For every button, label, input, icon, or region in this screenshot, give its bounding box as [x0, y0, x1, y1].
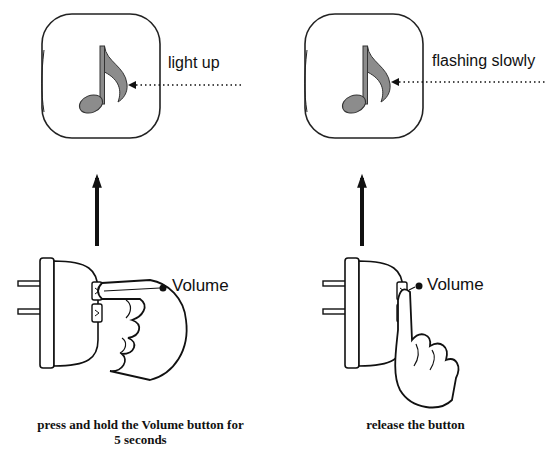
status-label: flashing slowly — [432, 52, 535, 70]
leader-arrowhead — [128, 81, 136, 89]
leader-line — [409, 287, 415, 290]
doorbell-unit-right — [323, 258, 407, 368]
doorbell-unit-left — [18, 258, 102, 368]
hand-detail — [414, 344, 434, 370]
flow-arrow — [95, 178, 99, 246]
receiver-panel: flashing slowly — [300, 8, 545, 176]
receiver-left — [42, 14, 160, 138]
leader-line — [104, 288, 160, 291]
doorbell-step-panel: Volume press and hold the Volume button f… — [5, 248, 275, 450]
flow-arrow — [360, 178, 364, 246]
receiver-right — [305, 14, 423, 138]
leader-line — [136, 84, 244, 85]
receiver-panel: light up — [35, 8, 265, 176]
leader-dot — [416, 283, 423, 290]
status-label: light up — [168, 54, 220, 72]
step-caption: press and hold the Volume button for 5 s… — [33, 418, 248, 448]
doorbell-step-panel: Volume release the button — [280, 248, 545, 448]
button-label: Volume — [172, 276, 229, 296]
hand-released — [395, 289, 458, 407]
hand-detail — [120, 300, 131, 353]
step-caption: release the button — [308, 418, 523, 433]
leader-arrowhead — [391, 78, 399, 86]
button-label: Volume — [427, 275, 484, 295]
leader-dot — [160, 285, 167, 292]
leader-line — [399, 81, 545, 82]
